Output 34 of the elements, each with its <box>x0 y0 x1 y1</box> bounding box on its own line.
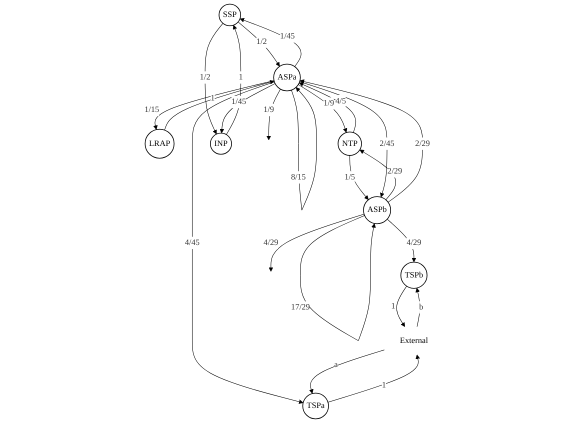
node-circle: ASPb <box>363 196 392 224</box>
edge-label: 8/15 <box>290 172 306 182</box>
node-circle: NTP <box>338 132 362 156</box>
edge-label: 1/9 <box>324 98 334 108</box>
edge-label: 1 <box>391 302 396 310</box>
arrow <box>266 88 281 140</box>
edge-label: 2/45 <box>380 139 394 148</box>
edge-label: b <box>419 302 424 312</box>
edge-label: a <box>334 360 338 370</box>
edge-label: 2/29 <box>387 166 402 176</box>
edge-label: 1/45 <box>231 97 246 106</box>
edge-label: 1 <box>382 380 386 390</box>
edge-label: 1/45 <box>280 32 295 41</box>
arrow <box>268 214 364 272</box>
node-text: External <box>400 336 428 345</box>
node-circle: TSPb <box>400 262 428 289</box>
edge-label: 1 <box>238 72 243 82</box>
edge-label: 1/9 <box>263 105 274 114</box>
edge-label: 2/29 <box>415 139 430 148</box>
edge-label: 1/2 <box>256 37 267 46</box>
edge-label: 1 <box>210 94 215 103</box>
node-circle: INP <box>210 132 232 155</box>
node-circle: LRAP <box>144 128 174 159</box>
edge-label: 4/29 <box>406 238 422 248</box>
edge-label: 4/5 <box>335 96 346 106</box>
edge-label: 17/29 <box>291 302 310 312</box>
node-circle: TSPa <box>302 392 329 420</box>
edge-label: 1/5 <box>344 172 356 182</box>
node-circle: SSP <box>218 4 242 26</box>
edge-label: 1/2 <box>200 72 210 82</box>
edge-label: 4/45 <box>184 238 200 248</box>
edge-label: 4/29 <box>264 238 278 248</box>
node-circle: ASPa <box>273 64 301 92</box>
edge-label: 1/15 <box>144 105 160 114</box>
